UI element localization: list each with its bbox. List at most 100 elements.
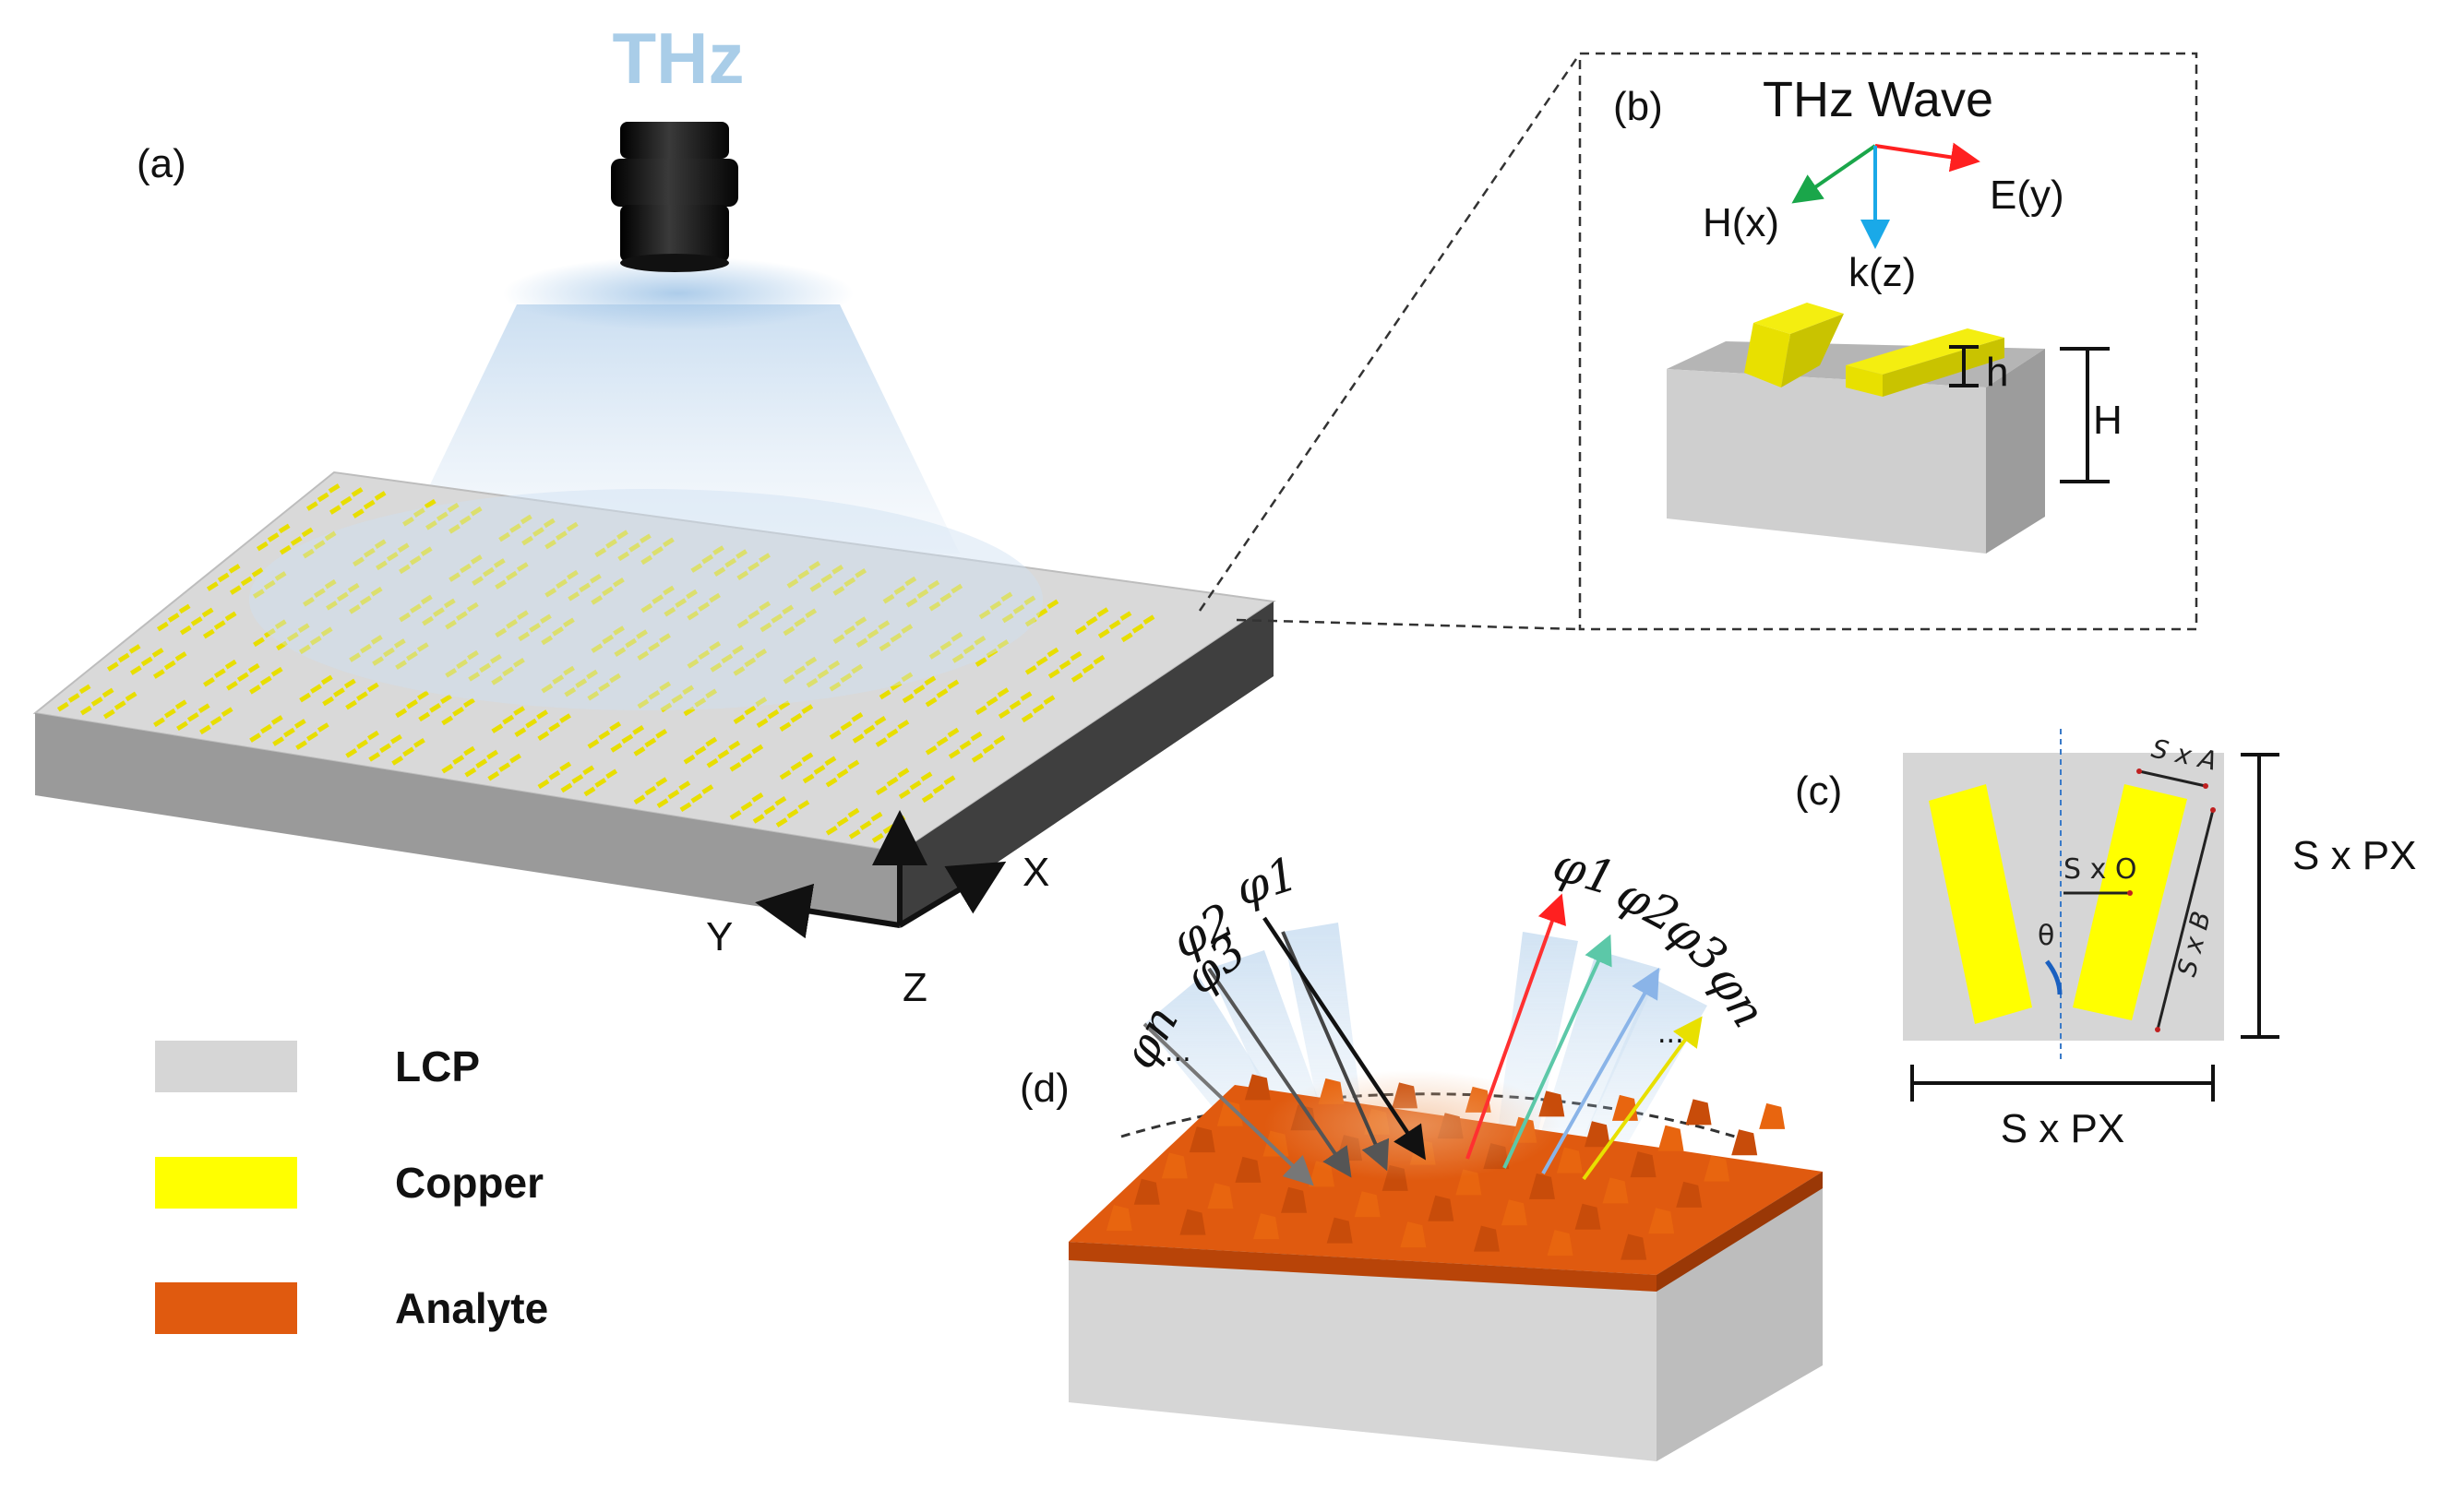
copper-element [541, 635, 554, 646]
copper-element [959, 740, 972, 751]
copper-element [79, 705, 92, 716]
copper-element [424, 498, 437, 509]
copper-element [706, 757, 719, 768]
copper-element [632, 725, 645, 735]
copper-element [829, 730, 842, 740]
copper-element [898, 789, 911, 800]
copper-element [263, 627, 276, 638]
copper-element [771, 614, 783, 624]
axis-y-arrow [755, 883, 901, 939]
analyte-bump [1216, 1100, 1243, 1126]
sxo-label: S x O [2063, 853, 2136, 886]
copper-element [1047, 647, 1059, 658]
copper-element [928, 601, 941, 612]
copper-element [855, 568, 867, 578]
copper-element [509, 753, 521, 764]
copper-element [909, 780, 922, 791]
copper-element [709, 592, 721, 603]
copper-element [640, 602, 653, 614]
copper-element [228, 564, 241, 574]
copper-element [756, 718, 769, 729]
copper-element [299, 644, 311, 655]
copper-element [176, 721, 188, 732]
copper-element [943, 775, 956, 785]
copper-element [509, 523, 521, 533]
copper-element [1024, 664, 1037, 675]
copper-element [67, 693, 80, 703]
copper-element [347, 582, 360, 593]
copper-element [559, 713, 571, 723]
copper-element [740, 753, 753, 763]
copper-element [598, 682, 611, 692]
copper-element [399, 612, 411, 623]
copper-element [591, 595, 604, 605]
copper-element [356, 691, 368, 701]
copper-element [783, 625, 795, 637]
copper-element [201, 607, 214, 618]
copper-element [417, 690, 429, 701]
copper-element [733, 714, 746, 724]
copper-element [129, 665, 142, 675]
copper-element [1119, 611, 1132, 621]
copper-element [667, 789, 680, 800]
copper-element [571, 774, 584, 784]
copper-element [744, 657, 757, 668]
copper-element [460, 563, 472, 574]
copper-element [610, 743, 623, 753]
copper-element [529, 623, 541, 633]
copper-element [1096, 607, 1109, 617]
copper-element [514, 727, 527, 737]
copper-element [106, 661, 119, 672]
copper-element [156, 621, 169, 632]
copper-element [391, 756, 404, 766]
copper-element [425, 520, 437, 530]
copper-element [247, 662, 260, 673]
copper-element [464, 767, 477, 778]
copper-element [490, 653, 502, 664]
copper-element [251, 567, 264, 578]
copper-element [605, 538, 617, 549]
copper-element [221, 707, 233, 718]
theta-label: θ [2038, 920, 2054, 952]
copper-element [656, 798, 669, 809]
copper-element [217, 572, 230, 583]
incident-ray-n [1142, 1022, 1314, 1186]
copper-element [989, 601, 1002, 611]
copper-element [274, 619, 287, 629]
copper-element [303, 597, 315, 607]
legend-item-lcp: LCP [155, 1039, 480, 1094]
copper-element [613, 625, 625, 636]
copper-element [797, 800, 810, 810]
copper-element [740, 801, 753, 812]
copper-element [445, 619, 457, 630]
copper-element [410, 603, 422, 614]
copper-element [386, 551, 399, 562]
copper-element [1043, 695, 1056, 705]
copper-element [487, 770, 500, 781]
copper-element [1047, 668, 1060, 679]
copper-element [422, 615, 434, 626]
copper-element [566, 521, 579, 532]
copper-element [924, 675, 937, 686]
sxa-line [2138, 769, 2207, 788]
copper-element [372, 656, 384, 666]
copper-element [875, 737, 888, 747]
h-field-label: H(x) [1703, 200, 1779, 245]
copper-element [687, 610, 700, 621]
copper-element [890, 632, 903, 643]
copper-element [897, 768, 910, 778]
copper-element [213, 668, 226, 679]
copper-element [363, 499, 376, 510]
copper-element [587, 739, 600, 749]
copper-element [541, 683, 554, 694]
copper-element [278, 523, 291, 534]
analyte-bump [1281, 1186, 1308, 1213]
analyte-bump [1133, 1178, 1160, 1205]
copper-element [209, 715, 222, 726]
analyte-bump [1704, 1155, 1730, 1182]
legend-label-copper: Copper [395, 1159, 544, 1207]
thz-beam-cone [397, 304, 960, 554]
copper-element [644, 737, 657, 748]
copper-element [913, 685, 926, 695]
analyte-bump [1354, 1191, 1381, 1218]
